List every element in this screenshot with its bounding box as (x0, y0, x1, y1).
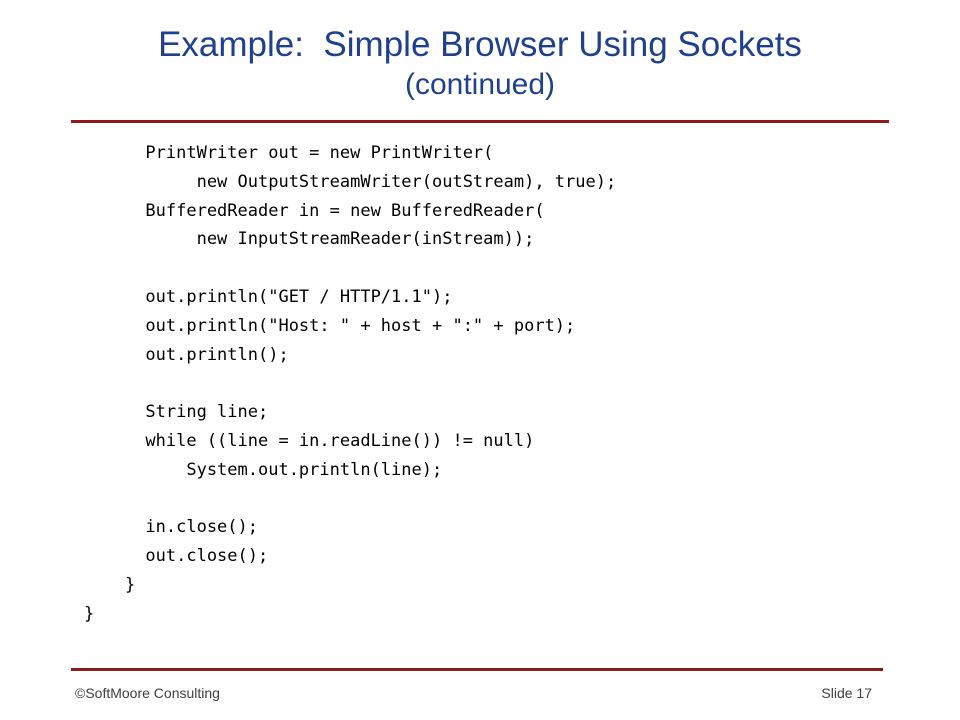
code-line: out.close(); (84, 546, 269, 567)
code-line: in.close(); (84, 517, 258, 538)
code-line: out.println("GET / HTTP/1.1"); (84, 286, 453, 307)
code-line: out.println("Host: " + host + ":" + port… (84, 315, 576, 336)
code-line: while ((line = in.readLine()) != null) (84, 430, 535, 451)
code-line: out.println(); (84, 344, 289, 365)
slide-title-subtitle: (continued) (404, 67, 556, 101)
code-line: new OutputStreamWriter(outStream), true)… (84, 171, 617, 192)
copyright-notice: ©SoftMoore Consulting (75, 685, 220, 701)
code-line: } (84, 603, 95, 624)
code-line (84, 485, 616, 514)
slide-title-main: Example: Simple Browser Using Sockets (158, 25, 802, 64)
code-line (84, 369, 616, 398)
slide-title: Example: Simple Browser Using Sockets (c… (0, 24, 960, 103)
title-divider (71, 120, 889, 123)
slide-number: Slide 17 (821, 685, 872, 701)
code-block: PrintWriter out = new PrintWriter( new O… (84, 139, 616, 629)
code-line: new InputStreamReader(inStream)); (84, 229, 535, 250)
code-line: String line; (84, 402, 269, 423)
code-line (84, 254, 616, 283)
code-line: } (84, 574, 136, 595)
footer-divider (71, 668, 883, 671)
code-line: PrintWriter out = new PrintWriter( (84, 143, 494, 163)
code-line: System.out.println(line); (84, 459, 443, 480)
code-line: BufferedReader in = new BufferedReader( (84, 200, 545, 221)
